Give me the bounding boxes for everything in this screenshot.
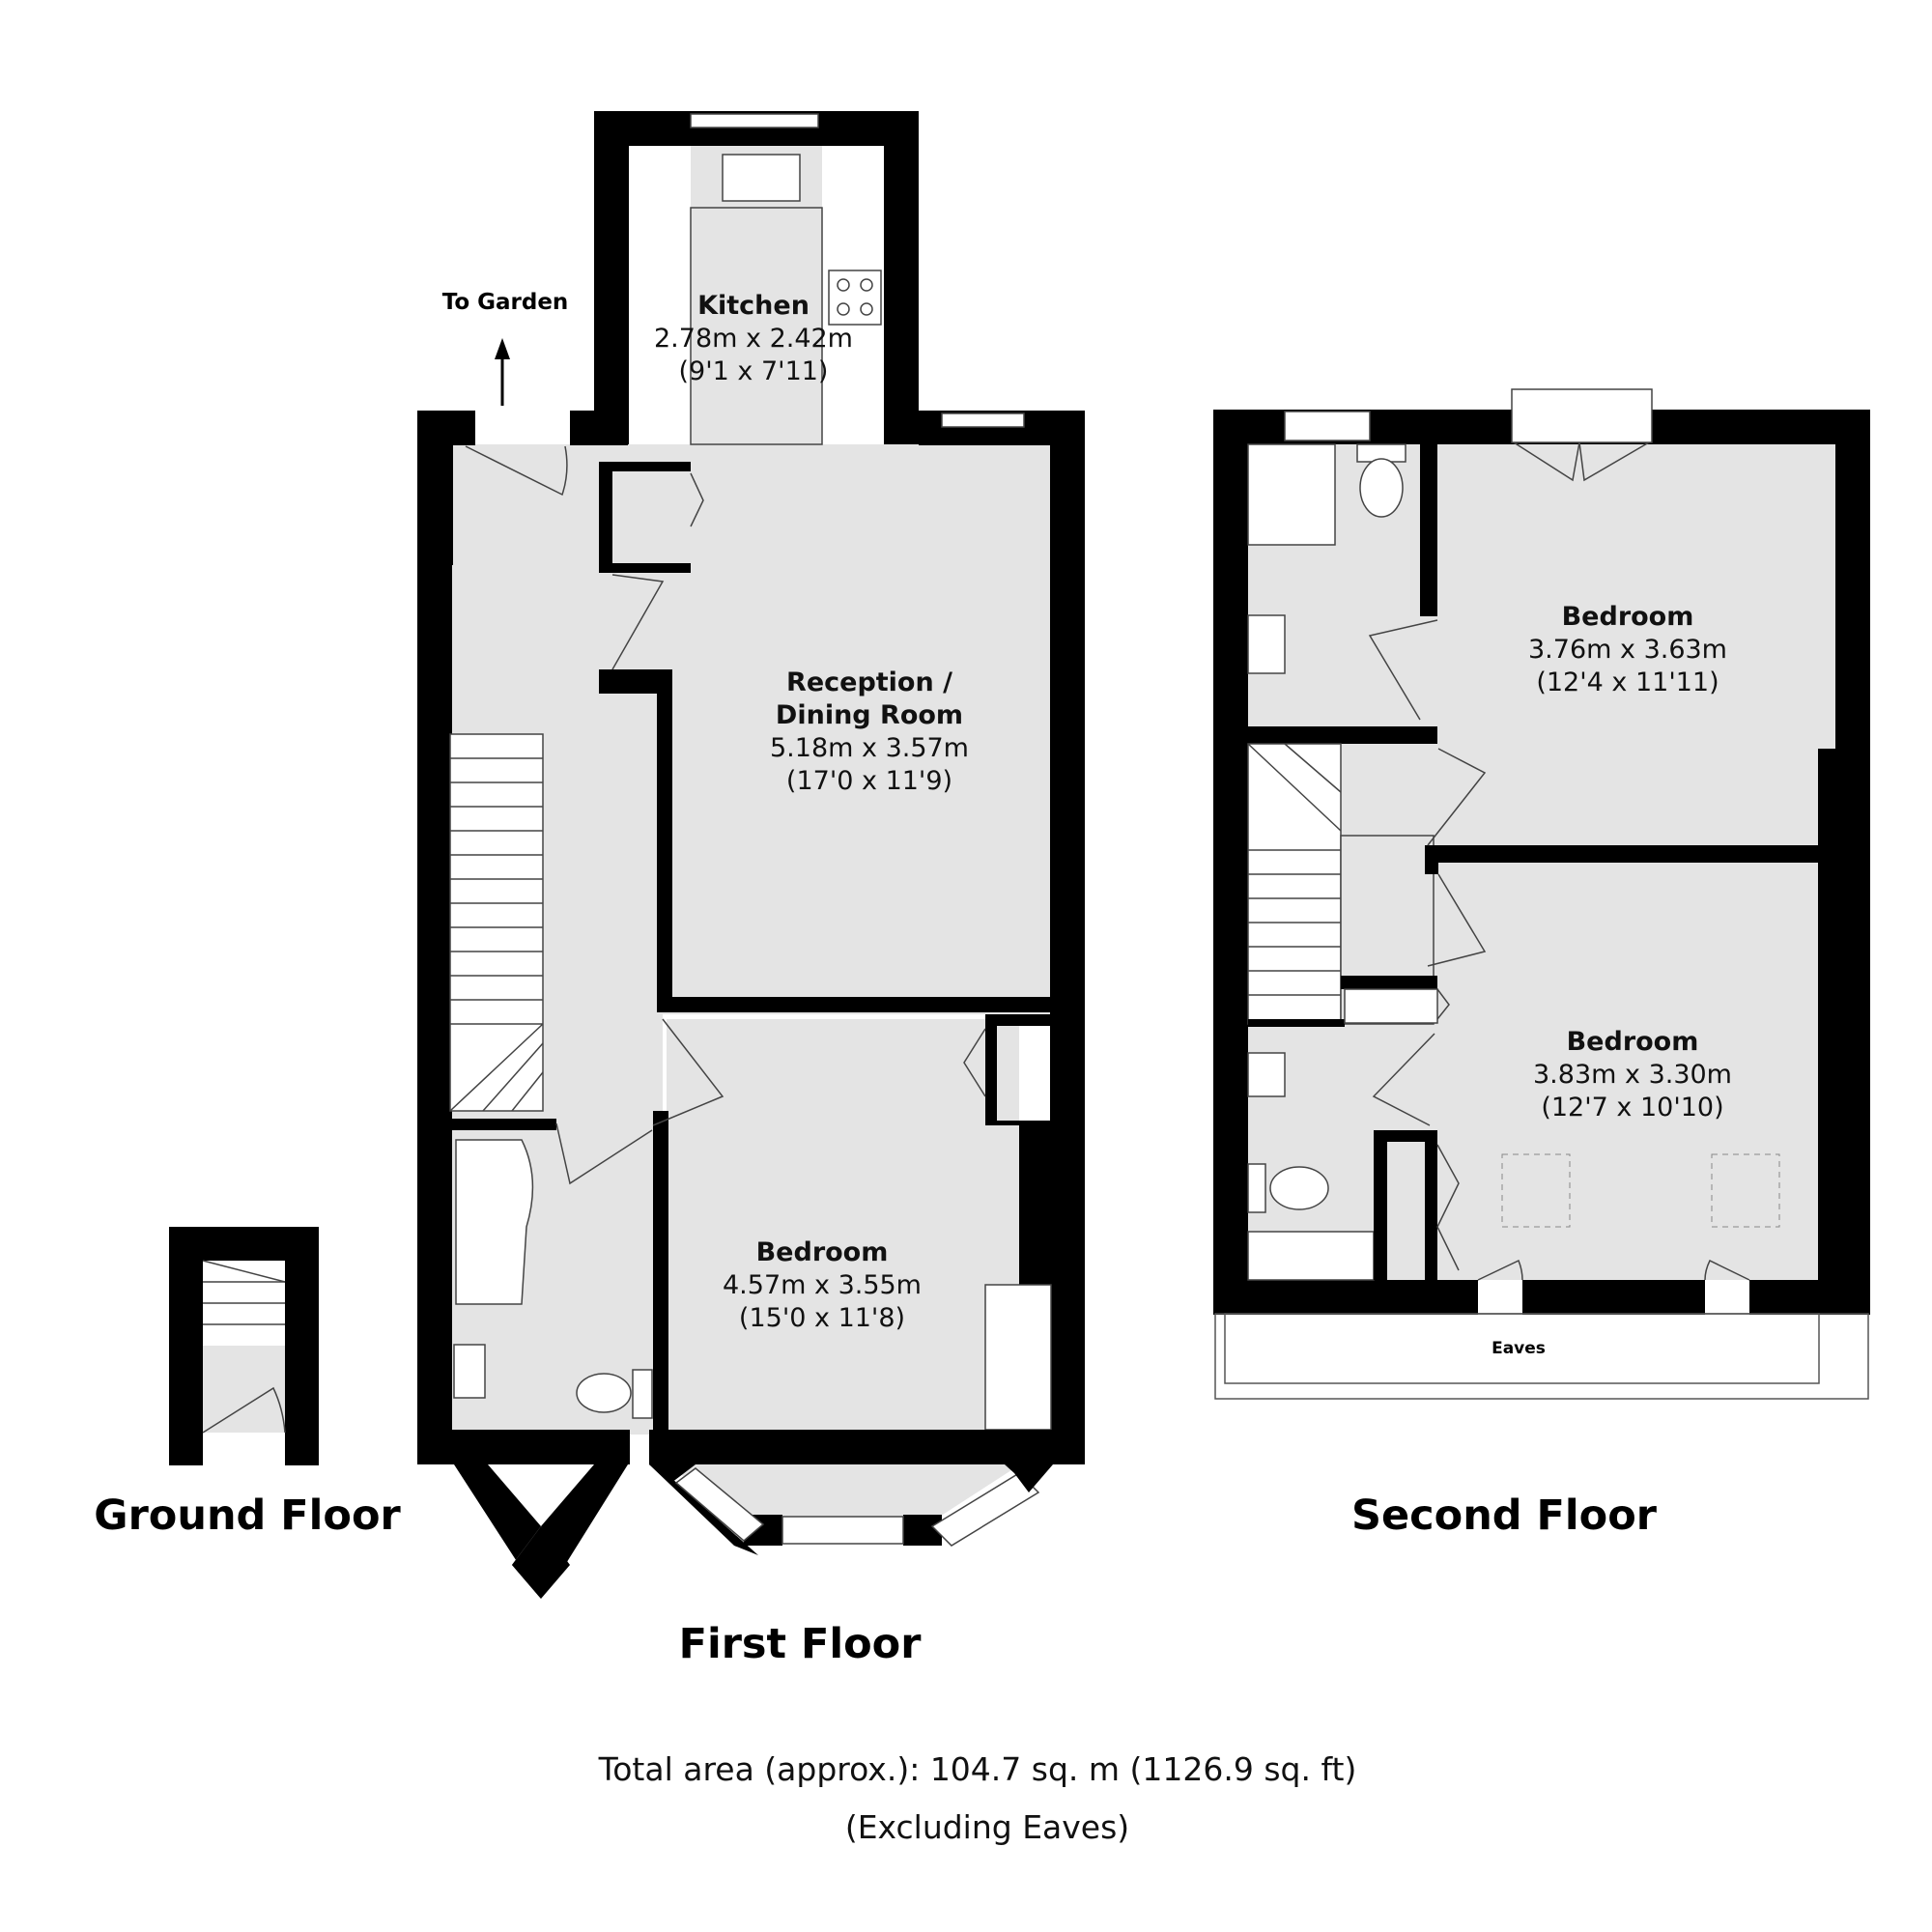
room-name: Bedroom bbox=[755, 1237, 889, 1267]
room-dim-metric: 2.78m x 2.42m bbox=[654, 324, 853, 354]
room-label-reception: Reception / Dining Room 5.18m x 3.57m (1… bbox=[770, 667, 969, 798]
room-dim-imperial: (15'0 x 11'8) bbox=[738, 1303, 906, 1333]
room-label-second-bedroom-2: Bedroom 3.83m x 3.30m (12'7 x 10'10) bbox=[1533, 1026, 1732, 1124]
first-floor-plan bbox=[417, 111, 1085, 1599]
room-name-line2: Dining Room bbox=[775, 700, 964, 730]
room-dim-metric: 4.57m x 3.55m bbox=[723, 1270, 922, 1300]
second-floor-title: Second Floor bbox=[1351, 1492, 1657, 1540]
to-garden-label: To Garden bbox=[441, 290, 569, 315]
room-name: Bedroom bbox=[1566, 1027, 1699, 1057]
room-label-kitchen: Kitchen 2.78m x 2.42m (9'1 x 7'11) bbox=[654, 290, 853, 388]
room-name-line1: Reception / bbox=[786, 668, 952, 697]
room-dim-metric: 3.83m x 3.30m bbox=[1533, 1060, 1732, 1090]
eaves-label: Eaves bbox=[1492, 1339, 1546, 1358]
second-floor-plan bbox=[1213, 388, 1870, 1400]
first-floor-title: First Floor bbox=[678, 1620, 922, 1668]
room-dim-metric: 5.18m x 3.57m bbox=[770, 733, 969, 763]
ground-floor-title: Ground Floor bbox=[94, 1492, 401, 1540]
room-name: Kitchen bbox=[697, 291, 810, 321]
room-dim-imperial: (12'7 x 10'10) bbox=[1541, 1093, 1724, 1122]
room-label-second-bedroom-1: Bedroom 3.76m x 3.63m (12'4 x 11'11) bbox=[1528, 601, 1727, 699]
room-dim-imperial: (17'0 x 11'9) bbox=[785, 766, 953, 796]
excluding-eaves-note: (Excluding Eaves) bbox=[844, 1808, 1130, 1846]
ground-floor-plan bbox=[169, 1227, 319, 1465]
total-area-text: Total area (approx.): 104.7 sq. m (1126.… bbox=[598, 1750, 1357, 1788]
room-dim-imperial: (12'4 x 11'11) bbox=[1536, 668, 1719, 697]
room-label-first-bedroom: Bedroom 4.57m x 3.55m (15'0 x 11'8) bbox=[723, 1236, 922, 1335]
room-name: Bedroom bbox=[1561, 602, 1694, 632]
room-dim-metric: 3.76m x 3.63m bbox=[1528, 635, 1727, 665]
room-dim-imperial: (9'1 x 7'11) bbox=[678, 356, 829, 386]
